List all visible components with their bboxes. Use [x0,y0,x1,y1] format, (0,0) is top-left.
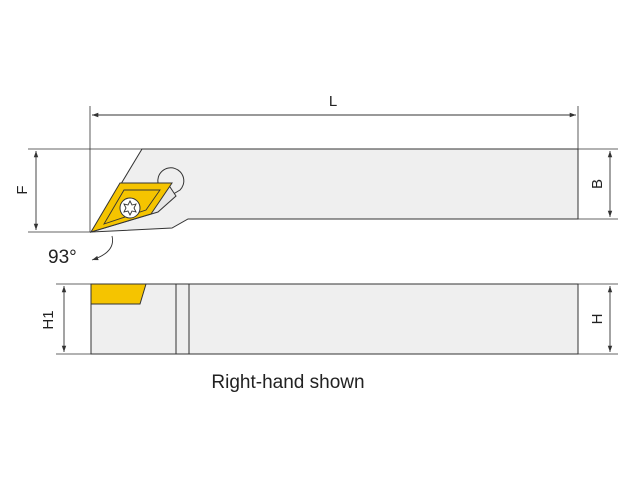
side-view [90,283,579,355]
label-offset: F [14,185,31,194]
insert-side [90,283,147,305]
dimension-height: H [578,283,618,355]
dimension-length: L [89,93,579,232]
torx-screw-icon [119,197,141,219]
holder-body-side [90,283,579,355]
dimension-shank-width: B [578,148,618,220]
dimension-cutting-height: H1 [40,283,91,355]
label-length: L [329,93,337,110]
label-height: H [589,314,606,325]
top-view [89,148,579,233]
label-shank-width: B [589,179,606,189]
label-cutting-height: H1 [40,310,57,329]
angle-annotation: 93° [48,235,114,268]
dimension-offset: F [14,148,142,233]
label-angle: 93° [48,247,77,268]
caption: Right-hand shown [211,372,364,393]
